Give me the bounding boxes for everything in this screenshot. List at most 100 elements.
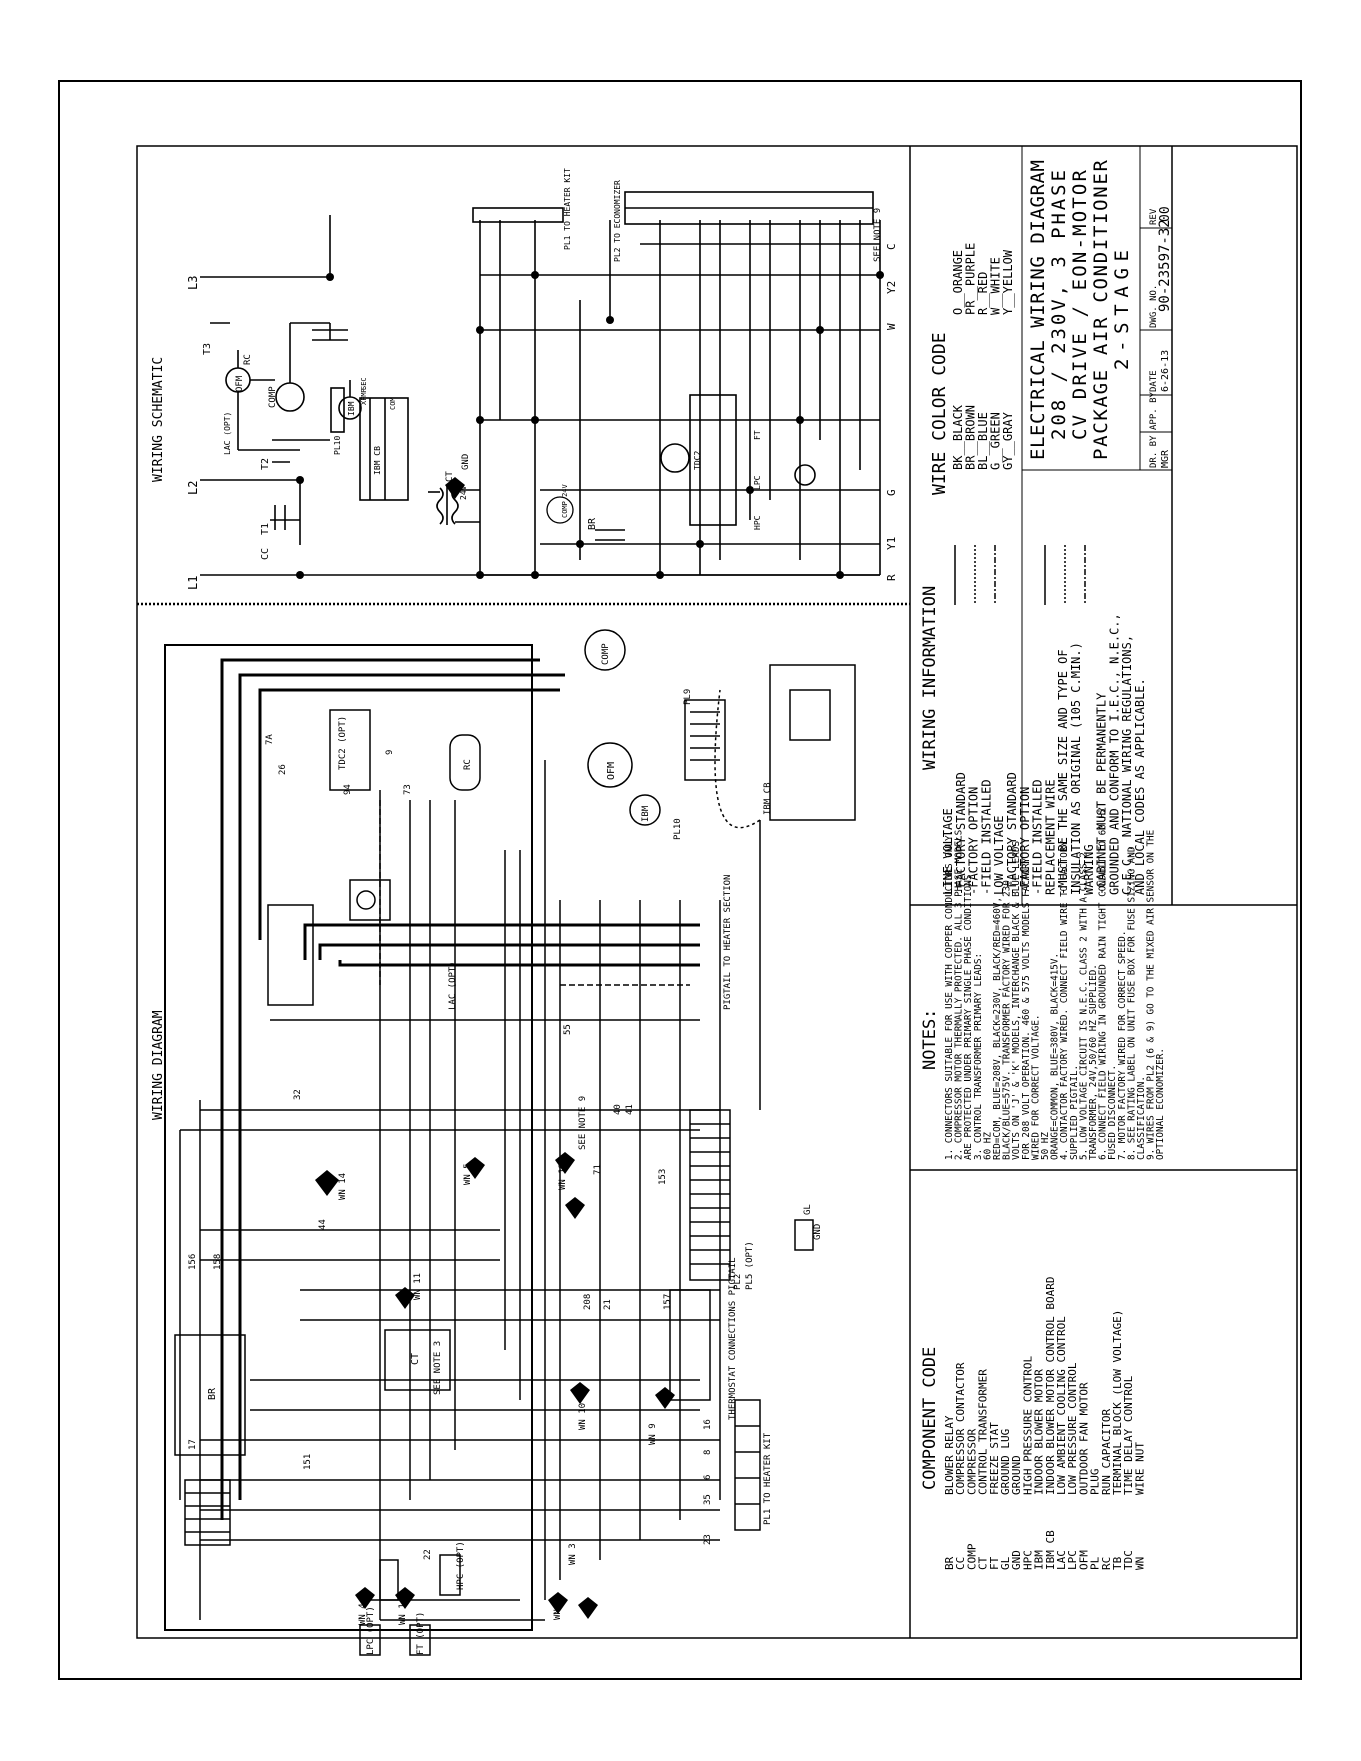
schematic-ft: FT (753, 430, 762, 440)
wiring-info-line-2: -FACTORY OPTION (967, 787, 981, 895)
wire-color-right-1: PR__PURPLE (964, 243, 978, 315)
schematic-lac: LAC (OPT) (223, 412, 232, 455)
wd-label-tdc2: TDC2 (OPT) (338, 716, 348, 770)
schematic-tdc2: TDC2 (693, 451, 702, 470)
component-code-12: OFM (1077, 1550, 1090, 1570)
component-desc-14: RUN CAPACITOR (1100, 1409, 1113, 1495)
wiring-info-line-10: INSULATION AS ORIGINAL (105 C.MIN.) (1069, 642, 1083, 895)
wd-label-ct: CT (410, 1353, 421, 1365)
wd-wire-7a: 7A (265, 734, 275, 745)
wd-label-wn3: WN 3 (568, 1543, 578, 1565)
wire-color-left-2: BL__BLUE (976, 412, 990, 470)
wiring-info-lines: LINE VOLTAGE -FACTORY STANDARD -FACTORY … (941, 613, 1147, 895)
rev-label: REV (1149, 208, 1159, 225)
note-line-14: 5. LOW VOLTAGE CIRCUIT IS N.E.C. CLASS 2… (1078, 852, 1089, 1160)
wd-label-wn14: WN 14 (338, 1173, 348, 1200)
wd-label-lpc: LPC (OPT) (366, 1606, 376, 1655)
drawing-frame (136, 145, 1298, 1639)
note-line-3: 3. CONTROL TRANSFORMER PRIMARY LEADS: (973, 953, 984, 1160)
component-desc-4: FREEZE STAT (988, 1422, 1001, 1495)
component-desc-5: GROUND LUG (999, 1429, 1012, 1495)
wire-color-left-1: BR__BROWN (964, 405, 978, 470)
schematic-pl1: PL1 TO HEATER KIT (563, 168, 572, 250)
wd-wire-151: 151 (303, 1454, 313, 1470)
component-desc-7: HIGH PRESSURE CONTROL (1021, 1356, 1034, 1495)
schematic-ibm-cb: IBM CB (373, 446, 382, 475)
wd-label-see-note-9: SEE NOTE 9 (578, 1096, 588, 1150)
wd-label-wn1: WN 1 (398, 1603, 408, 1625)
wiring-info-line-6: -FACTORY OPTION (1018, 787, 1032, 895)
note-line-5: RED=COM, BLUE=208V, BLACK=230V, BLACK/RE… (992, 897, 1003, 1160)
wd-wire-94: 94 (343, 784, 353, 795)
component-desc-9: INDOOR BLOWER MOTOR CONTROL BOARD (1044, 1276, 1057, 1495)
schematic-terminal-y2: Y2 (885, 281, 898, 294)
wd-label-wn5: WN 5 (463, 1163, 473, 1185)
component-code-9: IBM CB (1044, 1530, 1057, 1570)
wiring-info-line-11: WARNING (1082, 844, 1096, 895)
component-code-0: BR (943, 1556, 956, 1570)
schematic-com: COM (389, 397, 397, 410)
wd-label-rc: RC (463, 759, 473, 770)
component-code-11: LPC (1066, 1550, 1079, 1570)
wiring-diagram-text: WIRING DIAGRAM BR CT SEE NOTE 3 WN 14 WN… (151, 643, 823, 1655)
dwg-label: DWG. NO. (1149, 285, 1159, 328)
component-code-6: GND (1010, 1550, 1023, 1570)
wd-label-comp: COMP (601, 643, 611, 665)
wd-label-pigtail-heater: PIGTAIL TO HEATER SECTION (723, 875, 733, 1010)
wd-wire-16: 16 (703, 1419, 713, 1430)
wire-color-section: WIRE COLOR CODE BK__BLACKBR__BROWNBL__BL… (929, 243, 1015, 495)
wd-wire-41: 41 (625, 1104, 635, 1115)
title-block-line-0: ELECTRICAL WIRING DIAGRAM (1027, 160, 1049, 460)
component-desc-8: INDOOR BLOWER MOTOR (1033, 1369, 1046, 1495)
wd-label-wn10: WN 10 (578, 1403, 588, 1430)
dwg-value: 90-23597-32 (1157, 219, 1173, 312)
wd-wire-44: 44 (318, 1219, 328, 1230)
schematic-text: WIRING SCHEMATIC L1 L2 L3 R Y1 G W Y2 C … (151, 168, 898, 590)
schematic-wires (200, 191, 881, 576)
schematic-gnd: GND (461, 454, 471, 470)
wiring-info-line-8: REPLACEMENT WIRE (1043, 779, 1057, 895)
wire-color-right-3: W__WHITE (989, 257, 1003, 315)
wd-label-wn2: WN 2 (553, 1598, 563, 1620)
note-line-10: 50 HZ (1040, 1132, 1051, 1160)
wd-wire-208: 208 (583, 1294, 593, 1310)
title-block-line-1: 208 / 230V, 3 PHASE (1048, 170, 1070, 440)
wire-color-left-0: BK__BLACK (951, 404, 965, 470)
schematic-junction-dots (296, 271, 884, 579)
wd-wire-32: 32 (293, 1089, 303, 1100)
wd-wire-6: 6 (703, 1475, 713, 1480)
schematic-terminal-r: R (885, 574, 898, 581)
wd-label-ofm: OFM (606, 762, 617, 780)
schematic-br: BR (587, 517, 598, 530)
app-by-label: APP. BY (1149, 391, 1159, 430)
note-line-6: BLACK/BLUE=575V. TRANSFORMER FACTORY WIR… (1002, 880, 1013, 1160)
dr-by-value: MGR (1160, 449, 1171, 468)
wire-color-left-3: G__GREEN (989, 412, 1003, 470)
wiring-info-line-14: C.E.C., NATIONAL WIRING REGULATIONS, (1120, 635, 1134, 895)
wd-wire-9: 9 (385, 750, 395, 755)
wd-wire-17: 17 (188, 1439, 198, 1450)
wd-label-ibm-cb: IBM CB (763, 782, 773, 815)
wd-wire-153: 153 (658, 1169, 668, 1185)
wire-color-right-0: O__ORANGE (951, 250, 965, 315)
wd-wire-8: 8 (703, 1450, 713, 1455)
wiring-info-sample-lines (954, 545, 1086, 605)
component-desc-6: GROUND (1010, 1455, 1023, 1495)
wd-label-ft: FT (OPT) (416, 1612, 426, 1655)
note-line-9: WIRED FOR CORRECT VOLTAGE. (1030, 1014, 1041, 1160)
note-line-4: 60 HZ (982, 1132, 993, 1160)
wd-label-pl9: PL9 (683, 689, 693, 705)
wd-wire-73: 73 (403, 784, 413, 795)
wd-label-see-note-3: SEE NOTE 3 (433, 1341, 443, 1395)
component-code-4: FT (988, 1556, 1001, 1570)
title-block-line-2: CV DRIVE / EON-MOTOR (1069, 169, 1091, 440)
component-code-1: CC (954, 1557, 967, 1570)
schematic-comp: COMP (268, 386, 278, 408)
schematic-pl10: PL10 (333, 436, 342, 455)
note-line-21: 9. WIRES FROM PL2 (6 & 9) GO TO THE MIXE… (1146, 830, 1157, 1160)
wd-wire-22: 22 (423, 1549, 433, 1560)
wd-label-pl1: PL1 TO HEATER KIT (763, 1432, 773, 1525)
